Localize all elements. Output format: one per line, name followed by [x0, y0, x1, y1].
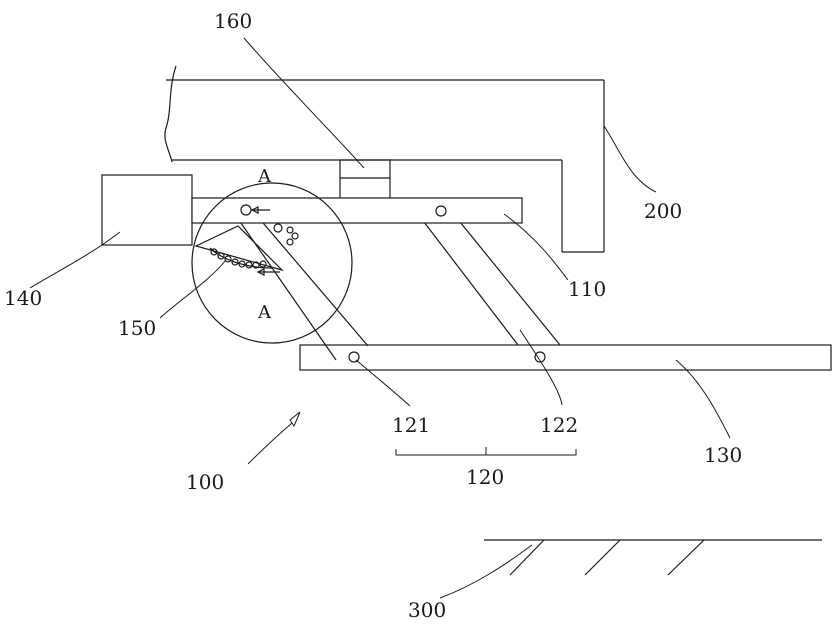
label-120: 120 — [466, 465, 504, 489]
leader-300 — [440, 545, 532, 598]
brace-120 — [396, 447, 576, 455]
leader-150 — [160, 260, 226, 318]
leader-130 — [676, 360, 730, 438]
label-200: 200 — [644, 199, 682, 223]
pivots — [241, 205, 545, 362]
label-300: 300 — [408, 598, 446, 622]
label-160: 160 — [214, 9, 252, 33]
pivot-inner — [274, 224, 282, 232]
box-140 — [102, 175, 192, 245]
pivot-121 — [349, 352, 359, 362]
small-gears — [287, 227, 298, 245]
connector-160 — [340, 160, 390, 200]
structure-200 — [165, 66, 604, 252]
leader-200 — [604, 126, 656, 192]
label-detail-top: A — [257, 166, 272, 187]
label-detail-bottom: A — [257, 302, 272, 323]
pivot-top-left — [241, 205, 251, 215]
linkage-120 — [236, 210, 560, 360]
leader-160 — [244, 38, 364, 168]
ground-300 — [484, 540, 822, 575]
label-100: 100 — [186, 470, 224, 494]
bar-130 — [300, 345, 831, 370]
label-110: 110 — [568, 277, 606, 301]
pivot-top-right — [436, 206, 446, 216]
label-140: 140 — [4, 286, 42, 310]
label-130: 130 — [704, 443, 742, 467]
leader-100 — [248, 423, 292, 464]
label-121: 121 — [392, 413, 430, 437]
label-122: 122 — [540, 413, 578, 437]
label-150: 150 — [118, 316, 156, 340]
ratchet-teeth — [211, 249, 266, 268]
leader-110 — [504, 214, 568, 280]
